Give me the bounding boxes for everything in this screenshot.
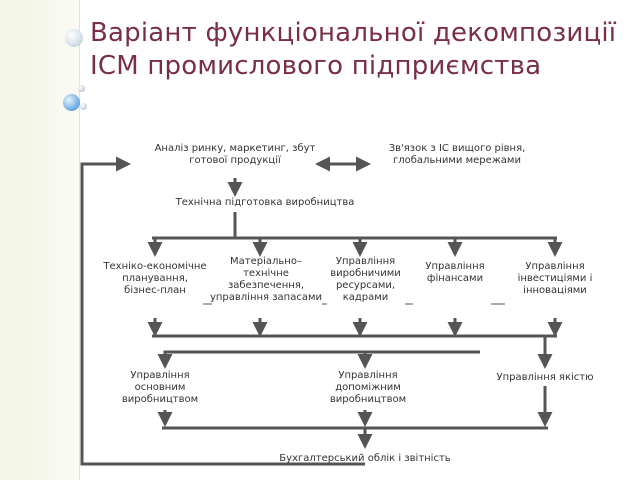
node-label-line: Управління [130,370,190,381]
feedback-loop-connector [80,156,365,466]
node-label-line: кадрами [342,292,389,303]
node-label-line: управління запасами [209,292,323,303]
node-label-line: Зв'язок з ІС вищого рівня, [388,143,526,154]
node-auxiliary-production: Управління допоміжним виробництвом [318,370,418,406]
node-label-line: Управління якістю [496,372,594,383]
node-tech-preparation: Технічна підготовка виробництва [165,197,365,209]
node-accounting: Бухгалтерський облік і звітність [270,453,460,465]
node-label-line: Бухгалтерський облік і звітність [279,453,451,464]
node-label-line: ресурсами, [335,280,396,291]
node-label-line: технічне [243,268,289,279]
node-label-line: Управління [425,261,485,272]
node-label-line: Аналіз ринку, маркетинг, збут [154,143,316,154]
node-label-line: допоміжним [335,382,401,393]
small-bubble-decoration [78,85,85,92]
node-main-production: Управління основним виробництвом [110,370,210,406]
node-label-line: планування, [122,273,188,284]
node-market-analysis: Аналіз ринку, маркетинг, збут готової пр… [150,143,320,167]
bubble-decoration [65,29,83,47]
small-bubble-decoration [80,103,87,110]
slide-title: Варіант функціональної декомпозиції ІСМ … [90,17,630,83]
node-label-line: Управління [525,261,585,272]
node-label-line: Управління [338,370,398,381]
node-investments: Управління інвестиціями і інноваціями [505,261,605,297]
slide-title-line-1: Варіант функціональної декомпозиції [90,18,617,48]
node-higher-is-link: Зв'язок з ІС вищого рівня, глобальними м… [382,143,532,167]
node-label-line: виробничими [330,268,401,279]
arrow-to-main-production [157,350,480,369]
node-label-line: Матеріально– [230,256,302,267]
node-label-line: глобальними мережами [393,155,521,166]
node-economic-planning: Техніко-економічне планування, бізнес-пл… [100,261,210,297]
node-label-line: Управління [335,256,396,267]
node-label-line: забезпечення, [227,280,305,291]
node-label-line: виробництвом [329,394,407,405]
node-production-resources: Управління виробничими ресурсами, кадрам… [318,256,413,304]
node-label-line: виробництвом [121,394,199,405]
decorative-side-band [0,0,80,480]
side-band-divider [79,0,80,480]
node-material-supply: Матеріально– технічне забезпечення, упра… [208,256,324,304]
node-quality-management: Управління якістю [493,372,597,384]
node-label-line: фінансами [426,273,484,284]
node-label-line: інноваціями [523,285,587,296]
node-label-line: основним [134,382,186,393]
node-label-line: Техніко-економічне [103,261,207,272]
node-label-line: бізнес-план [124,285,186,296]
blue-bubble-decoration [63,94,80,111]
node-finance: Управління фінансами [410,261,500,285]
node-label-line: інвестиціями і [517,273,593,284]
node-label-line: Технічна підготовка виробництва [175,197,355,208]
slide-title-line-2: ІСМ промислового підприємства [90,51,542,81]
node-label-line: готової продукції [189,155,281,166]
